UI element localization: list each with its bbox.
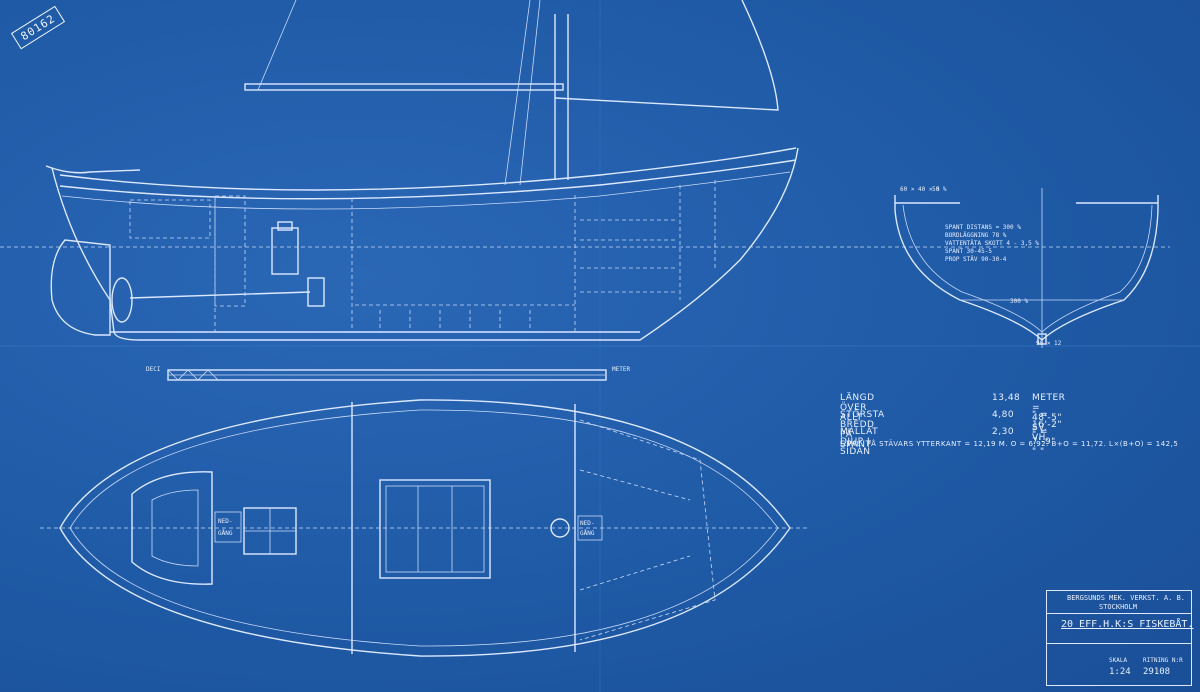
section-note: PROP STÄV 90-30-4: [945, 256, 1007, 263]
section-note: SPANT 30-45-5: [945, 248, 992, 255]
spec-value: 4,80: [992, 410, 1015, 420]
scale-value: 1:24: [1109, 667, 1131, 677]
drawing-number: 29108: [1143, 667, 1171, 677]
spec-imperial: " = 16'-2" " ": [1032, 410, 1063, 440]
scale-bar: [167, 369, 607, 381]
hatch-label-fore-2: GÅNG: [580, 530, 595, 537]
drawing-no-label: RITNING N:R: [1143, 657, 1183, 664]
spec-label: STÖRSTA BREDD PÅ SPANT: [840, 410, 885, 450]
scale-bar-right-label: METER: [612, 366, 631, 373]
section-top-left-dim: 60 × 40 × 5: [900, 186, 940, 193]
section-note: VATTENTÄTA SKOTT 4 - 3,5 %: [945, 240, 1039, 247]
section-note: SPANT DISTANS = 300 %: [945, 224, 1021, 231]
spec-label: LÄNGD ÖVER ALLT: [840, 393, 875, 423]
spec-value: 13,48: [992, 393, 1021, 403]
side-profile-view: [0, 0, 860, 341]
spec-imperial: " = 7'-9" " ": [1032, 427, 1056, 457]
spec-value: 2,30: [992, 427, 1015, 437]
scale-label: SKALA: [1109, 657, 1128, 664]
lwl-line: L:W.L. PÅ STÄVARS YTTERKANT = 12,19 M. O…: [840, 440, 1179, 448]
spec-imperial: METER = 48'-5" SV. VH.: [1032, 393, 1066, 443]
company-name: BERGSUNDS MEK. VERKST. A. B.: [1067, 594, 1186, 602]
plan-view: [40, 399, 810, 657]
section-bottom-dim: 300 %: [1010, 298, 1029, 305]
section-top-right-dim: 50 %: [932, 186, 947, 193]
spec-label: MALLAT DJUP I SIDAN: [840, 427, 879, 457]
drawing-title: 20 EFF.H.K:S FISKEBÅT.: [1061, 619, 1194, 630]
section-note: BORDLÄGGNING 78 %: [945, 232, 1007, 239]
hatch-label-aft-2: GÅNG: [218, 530, 233, 537]
title-block: BERGSUNDS MEK. VERKST. A. B. STOCKHOLM 2…: [1046, 590, 1194, 686]
scale-bar-left-label: DECI: [146, 366, 161, 373]
hatch-label-aft-1: NED-: [218, 518, 233, 525]
section-keel-dim: 90 × 12: [1036, 340, 1062, 347]
hatch-label-fore-1: NED-: [580, 520, 595, 527]
midship-section: [860, 188, 1170, 348]
company-city: STOCKHOLM: [1099, 603, 1137, 611]
